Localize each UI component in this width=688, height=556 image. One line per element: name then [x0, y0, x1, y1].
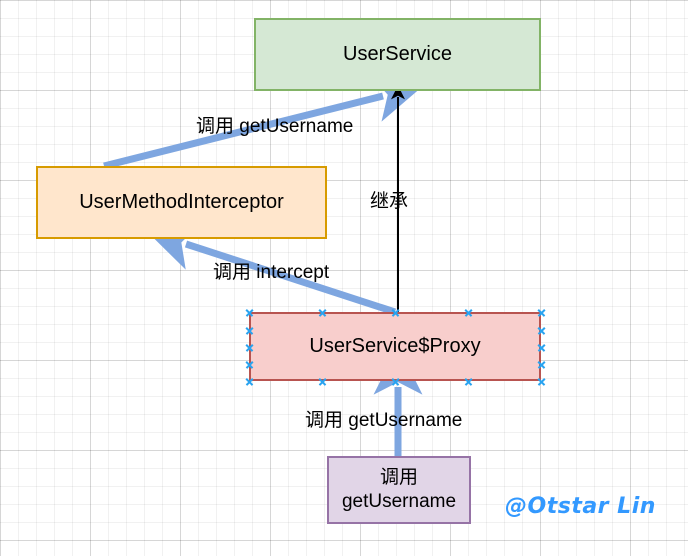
node-userservice-label: UserService: [343, 43, 452, 65]
node-usermethodinterceptor-label: UserMethodInterceptor: [79, 191, 284, 213]
node-usermethodinterceptor[interactable]: UserMethodInterceptor: [36, 166, 327, 239]
watermark: @Otstar Lin: [505, 494, 656, 519]
edge-label-call-getusername-bottom: 调用 getUsername: [305, 410, 463, 431]
edge-label-call-intercept: 调用 intercept: [213, 262, 330, 283]
node-call-getusername[interactable]: 调用 getUsername: [327, 456, 471, 524]
node-userservice-proxy[interactable]: UserService$Proxy: [249, 312, 541, 381]
node-userservice-proxy-label: UserService$Proxy: [309, 335, 481, 357]
edge-label-call-getusername-top: 调用 getUsername: [196, 116, 354, 137]
edge-interceptor-to-userservice[interactable]: [103, 74, 424, 170]
node-userservice[interactable]: UserService: [254, 18, 541, 91]
edge-label-inherit: 继承: [370, 191, 409, 212]
edge-proxy-to-interceptor[interactable]: [146, 223, 397, 316]
node-call-getusername-label: 调用 getUsername: [341, 467, 457, 512]
